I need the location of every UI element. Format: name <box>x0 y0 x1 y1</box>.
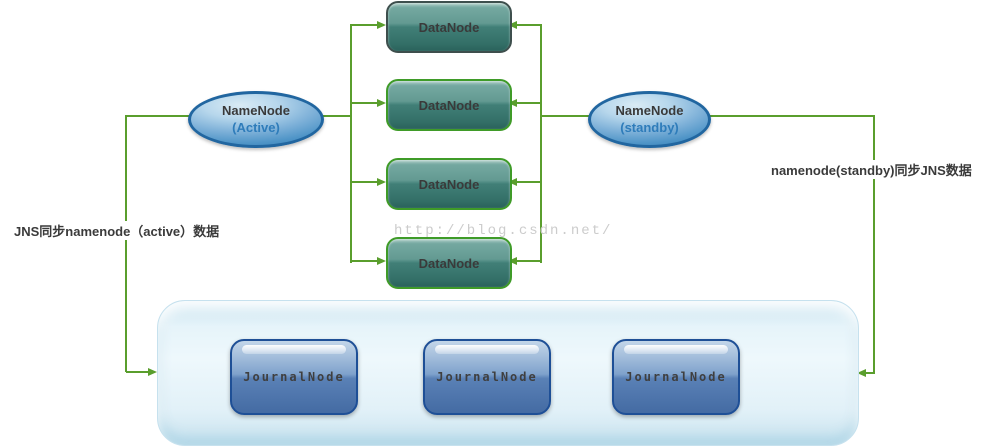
branch-right-4 <box>517 260 542 262</box>
namenode-active-title: NameNode <box>222 103 290 119</box>
branch-left-3 <box>350 181 378 183</box>
arrow-head <box>377 257 386 265</box>
arrow-head <box>377 99 386 107</box>
watermark-text: http://blog.csdn.net/ <box>394 223 613 239</box>
connector-standby-to-trunk <box>540 115 590 117</box>
journalnode-box-3: JournalNode <box>612 339 740 415</box>
datanode-box-3: DataNode <box>386 158 512 210</box>
namenode-standby-title: NameNode <box>615 103 684 119</box>
connector-standby-to-right <box>703 115 875 117</box>
datanode-box-1: DataNode <box>386 1 512 53</box>
branch-left-4 <box>350 260 378 262</box>
connector-active-to-trunk <box>316 115 352 117</box>
trunk-right <box>540 24 542 263</box>
branch-left-2 <box>350 102 378 104</box>
connector-into-jns-right <box>866 372 875 374</box>
datanode-box-4: DataNode <box>386 237 512 289</box>
namenode-active-ellipse: NameNode (Active) <box>188 91 324 148</box>
annotation-jns-sync-active: JNS同步namenode（active）数据 <box>12 221 222 240</box>
annotation-standby-sync-jns: namenode(standby)同步JNS数据 <box>769 160 974 179</box>
journalnode-box-2: JournalNode <box>423 339 551 415</box>
arrow-head <box>508 99 517 107</box>
branch-right-3 <box>517 181 542 183</box>
connector-active-to-left <box>125 115 190 117</box>
branch-left-1 <box>350 24 378 26</box>
arrow-head <box>508 21 517 29</box>
branch-right-2 <box>517 102 542 104</box>
connector-left-vertical <box>125 115 127 372</box>
trunk-left <box>350 24 352 263</box>
datanode-box-2: DataNode <box>386 79 512 131</box>
arrow-head <box>857 369 866 377</box>
connector-into-jns-left <box>126 371 149 373</box>
namenode-standby-ellipse: NameNode (standby) <box>588 91 711 148</box>
connector-right-vertical <box>873 115 875 374</box>
arrow-head <box>508 257 517 265</box>
branch-right-1 <box>517 24 542 26</box>
arrow-head <box>148 368 157 376</box>
arrow-head <box>377 178 386 186</box>
arrow-head <box>508 178 517 186</box>
journalnode-box-1: JournalNode <box>230 339 358 415</box>
namenode-standby-state: (standby) <box>620 119 679 135</box>
arrow-head <box>377 21 386 29</box>
namenode-active-state: (Active) <box>232 119 280 135</box>
